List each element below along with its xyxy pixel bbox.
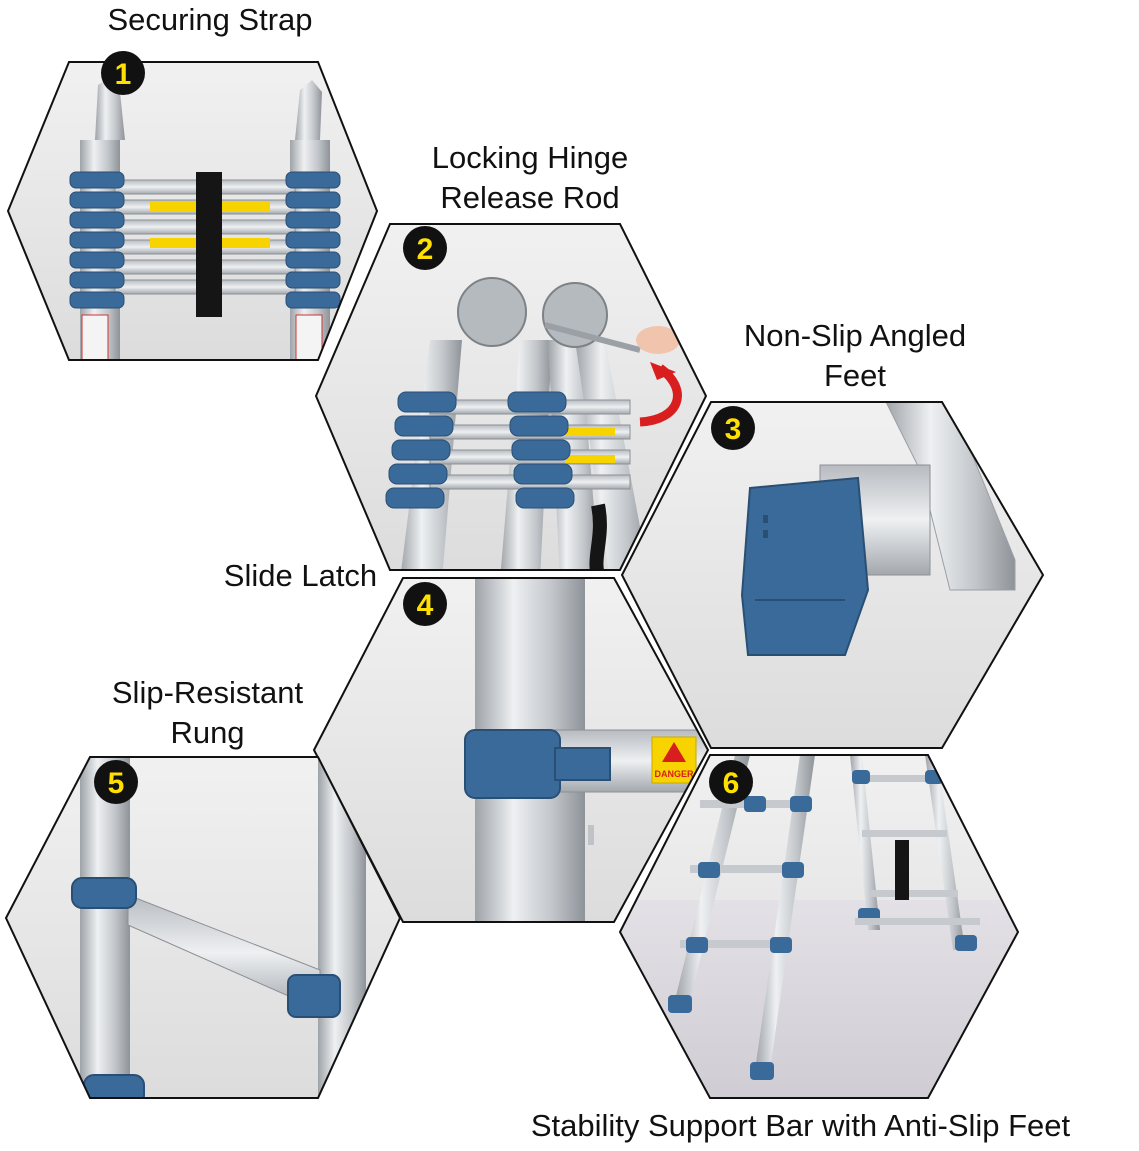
caption-slide-latch: Slide Latch [223,558,378,593]
hex-panel-non-slip-feet [620,401,1045,749]
svg-text:6: 6 [723,767,740,800]
number-badge-2: 2 [403,226,447,270]
hex-panel-stability-support-bar [618,754,1020,1099]
hex-panel-securing-strap [6,61,379,361]
caption-stability-support-bar: Stability Support Bar with Anti-Slip Fee… [530,1108,1071,1143]
hex-panel-slide-latch: DANGER [312,577,710,923]
hex-panel-locking-hinge [314,223,708,571]
svg-text:4: 4 [417,589,434,622]
number-badge-3: 3 [711,406,755,450]
caption-slip-resistant-rung: Slip-Resistant Rung [111,675,304,750]
svg-text:1: 1 [115,58,132,91]
number-badge-1: 1 [101,51,145,95]
caption-locking-hinge: Locking Hinge Release Rod [431,140,629,215]
svg-text:3: 3 [725,413,742,446]
danger-label-text: DANGER [654,769,694,779]
caption-securing-strap: Securing Strap [107,2,313,37]
hex-panel-slip-resistant-rung [4,756,402,1099]
caption-non-slip-feet: Non-Slip Angled Feet [743,318,967,393]
number-badge-6: 6 [709,760,753,804]
svg-text:5: 5 [108,767,125,800]
number-badge-5: 5 [94,760,138,804]
danger-triangle-icon [662,742,686,762]
svg-text:2: 2 [417,233,434,266]
number-badge-4: 4 [403,582,447,626]
